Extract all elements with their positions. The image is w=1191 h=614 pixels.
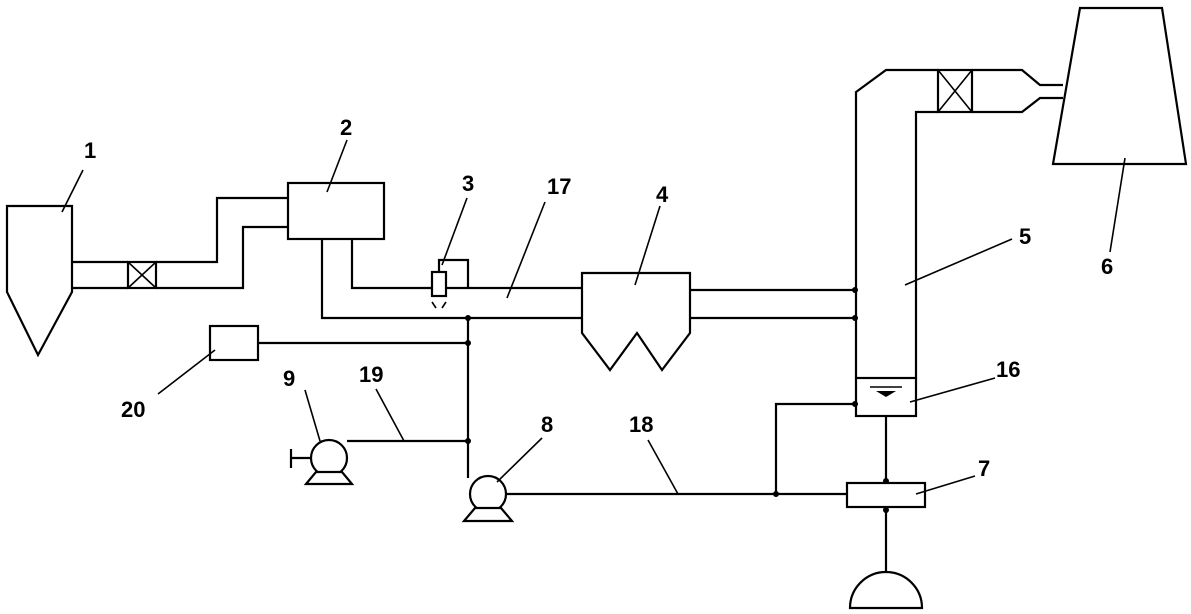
- component-20-box: [208, 324, 471, 362]
- label-16: 16: [996, 357, 1020, 382]
- label-2: 2: [340, 115, 352, 140]
- component-5-tower: [854, 68, 1063, 378]
- pipes-from-2: [320, 239, 582, 320]
- component-2-box: [286, 181, 386, 241]
- leader-7: [915, 475, 976, 495]
- duct-4-to-5: [690, 287, 858, 321]
- label-1: 1: [84, 138, 96, 163]
- number-labels: 1 2 3 17 4 5 6 16 7 8 9 19 18 20: [84, 115, 1113, 481]
- label-3: 3: [462, 171, 474, 196]
- leader-lines: [61, 139, 1126, 495]
- leader-2: [326, 139, 348, 193]
- component-4-collector: [580, 271, 692, 372]
- label-17: 17: [547, 174, 571, 199]
- leader-3: [441, 197, 468, 266]
- component-8-pump: [461, 474, 515, 523]
- label-20: 20: [121, 397, 145, 422]
- label-7: 7: [978, 456, 990, 481]
- pump-9-icon: [309, 438, 349, 478]
- duct-1-to-2: [72, 196, 288, 290]
- pipe-vertical-to-8: [465, 315, 471, 478]
- component-1-silo: [5, 204, 74, 358]
- component-7-unit: [845, 416, 927, 610]
- component-3-nozzle: [430, 258, 470, 309]
- label-18: 18: [629, 412, 653, 437]
- leader-17: [506, 201, 546, 299]
- component-6-chimney: [1051, 6, 1188, 166]
- label-19: 19: [359, 362, 383, 387]
- label-4: 4: [656, 182, 669, 207]
- label-9: 9: [283, 366, 295, 391]
- leader-20: [157, 349, 216, 395]
- leader-8: [496, 437, 543, 483]
- leader-9: [304, 389, 321, 442]
- leader-19: [375, 388, 405, 442]
- pump-8-icon: [468, 474, 508, 514]
- leader-4: [634, 205, 661, 286]
- component-16-tank: [854, 376, 918, 418]
- leader-5: [904, 238, 1013, 286]
- pipe-18: [506, 401, 858, 497]
- leader-16: [909, 377, 996, 403]
- leader-6: [1109, 157, 1126, 253]
- component-9-pump: [289, 438, 355, 486]
- leader-1: [61, 169, 84, 213]
- label-5: 5: [1019, 224, 1031, 249]
- label-6: 6: [1101, 254, 1113, 279]
- dome-tank-icon: [848, 570, 924, 610]
- label-8: 8: [541, 412, 553, 437]
- leader-18: [647, 439, 679, 495]
